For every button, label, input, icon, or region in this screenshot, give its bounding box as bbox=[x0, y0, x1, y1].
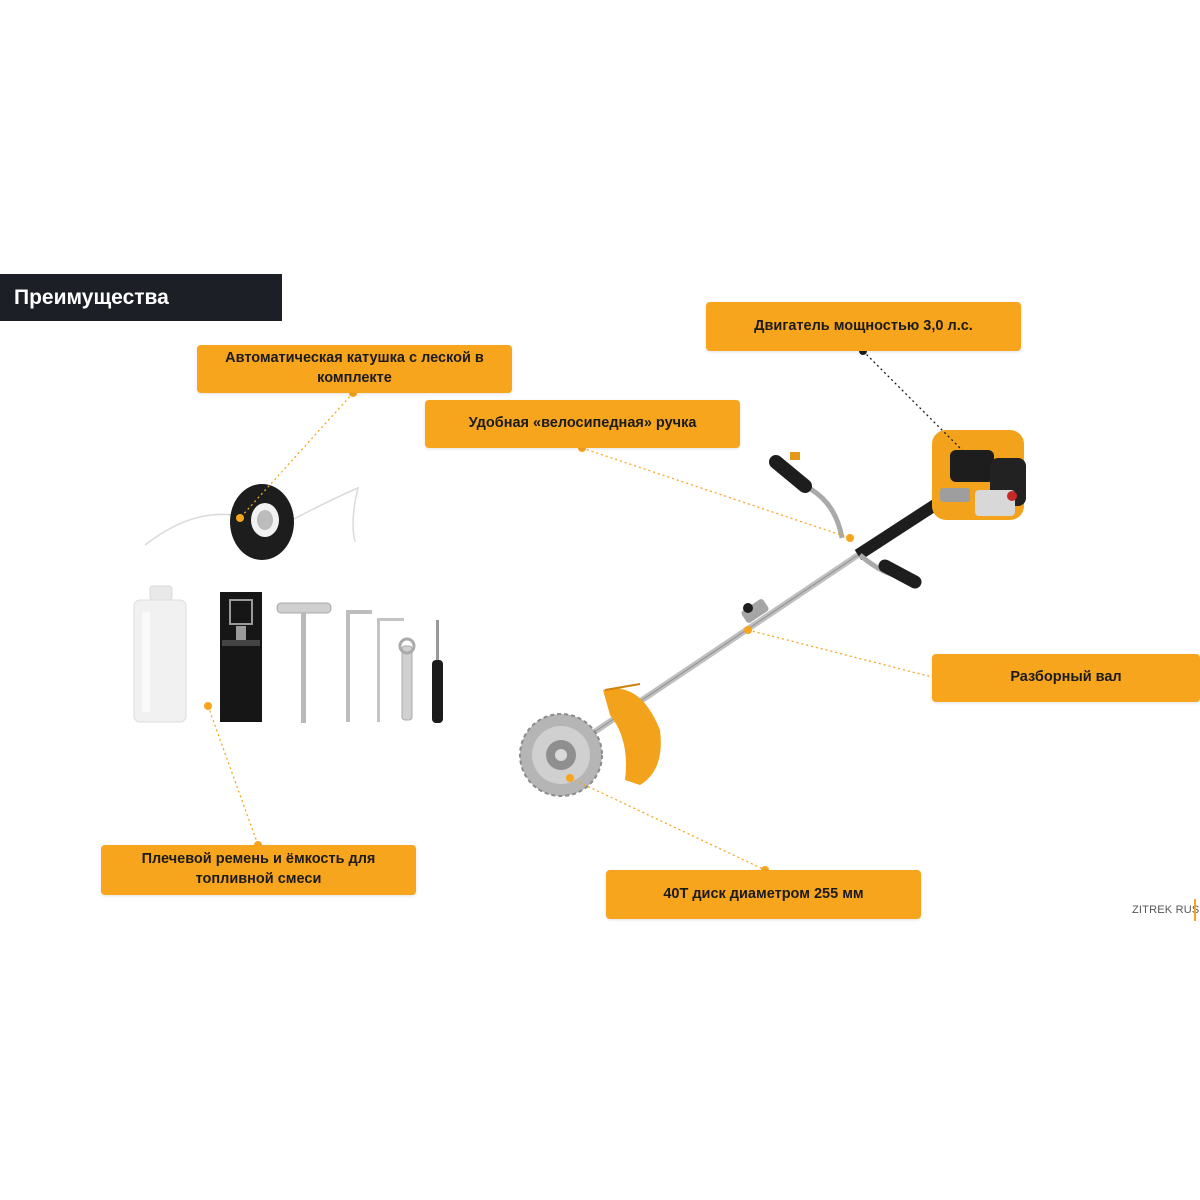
callout-handle: Удобная «велосипедная» ручка bbox=[425, 400, 740, 448]
callout-shaft-text: Разборный вал bbox=[1010, 669, 1122, 686]
callout-handle-text: Удобная «велосипедная» ручка bbox=[468, 415, 697, 432]
engine-image bbox=[932, 430, 1026, 520]
fuel-bottle-image bbox=[133, 585, 187, 723]
callout-strap-text: Плечевой ремень и ёмкость для топливной … bbox=[141, 851, 376, 887]
callout-spool: Автоматическая катушка с леской в компле… bbox=[197, 345, 512, 393]
line-spool-image bbox=[144, 484, 360, 560]
leader-lines bbox=[207, 392, 933, 871]
callout-spool-text: Автоматическая катушка с леской в компле… bbox=[225, 350, 484, 386]
brand-label: ZITREK RUS bbox=[1132, 904, 1200, 916]
callout-engine-text: Двигатель мощностью 3,0 л.с. bbox=[754, 317, 973, 334]
callout-shaft: Разборный вал bbox=[932, 654, 1200, 702]
callout-disc: 40T диск диаметром 255 мм bbox=[606, 870, 921, 919]
engine-leader-line bbox=[862, 350, 976, 464]
section-title: Преимущества bbox=[0, 274, 282, 321]
shoulder-strap-image bbox=[220, 592, 262, 722]
section-title-text: Преимущества bbox=[14, 285, 169, 309]
brush-cutter-image bbox=[519, 430, 1026, 797]
callout-disc-text: 40T диск диаметром 255 мм bbox=[663, 885, 864, 902]
callout-strap: Плечевой ремень и ёмкость для топливной … bbox=[101, 845, 416, 895]
brand-accent-line bbox=[1194, 899, 1196, 921]
tool-set-image bbox=[276, 602, 443, 723]
callout-engine: Двигатель мощностью 3,0 л.с. bbox=[706, 302, 1021, 351]
